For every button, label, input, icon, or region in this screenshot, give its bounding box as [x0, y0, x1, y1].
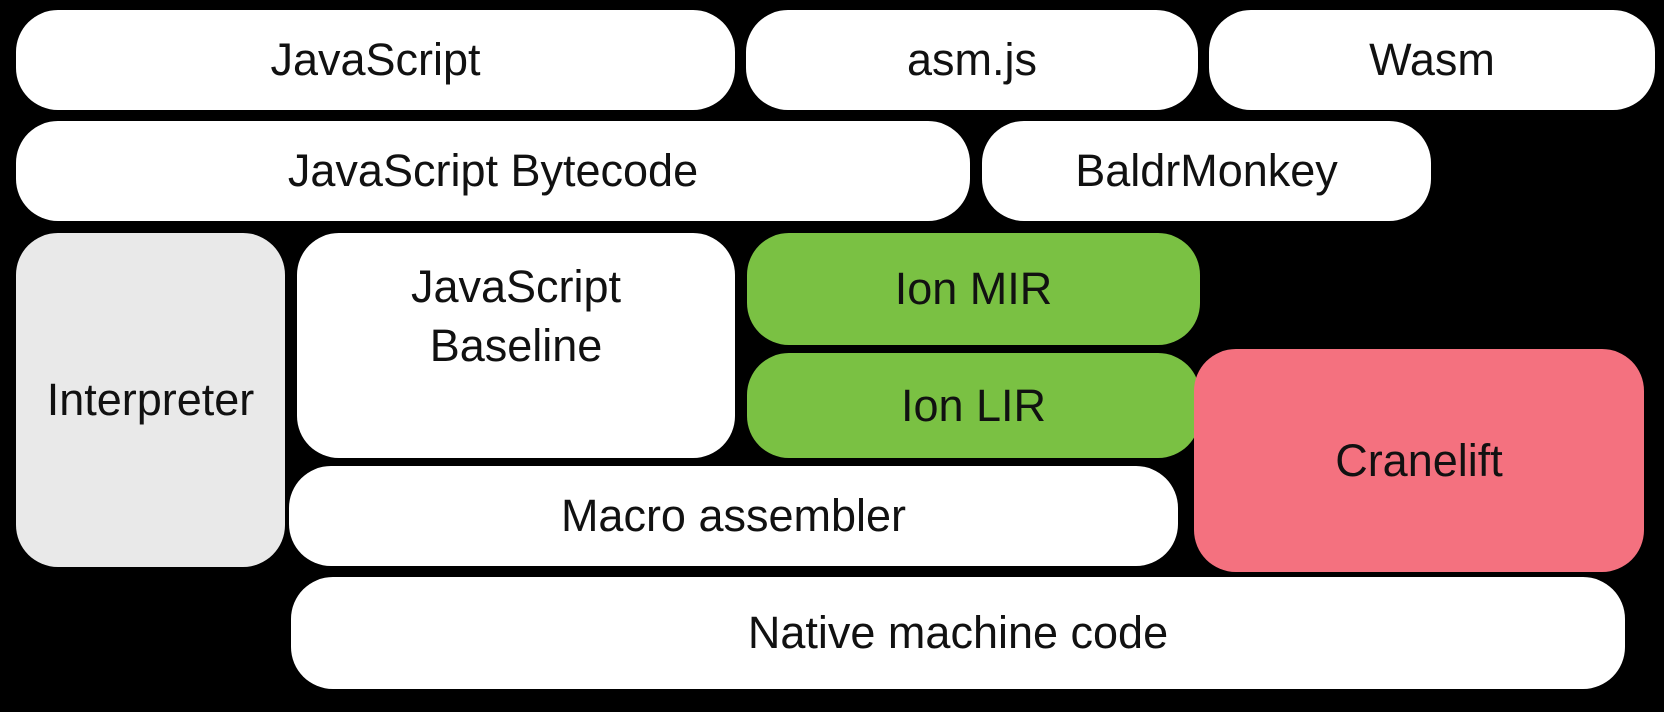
box-ion-lir: Ion LIR	[747, 353, 1200, 458]
box-interpreter: Interpreter	[16, 233, 285, 567]
box-javascript-bytecode: JavaScript Bytecode	[16, 121, 970, 221]
box-macro-assembler: Macro assembler	[289, 466, 1178, 566]
box-javascript: JavaScript	[16, 10, 735, 110]
box-baldrmonkey: BaldrMonkey	[982, 121, 1431, 221]
box-cranelift: Cranelift	[1194, 349, 1644, 572]
box-asm-js: asm.js	[746, 10, 1198, 110]
box-wasm: Wasm	[1209, 10, 1655, 110]
box-native-machine-code: Native machine code	[291, 577, 1625, 689]
box-javascript-baseline: JavaScript Baseline	[297, 233, 735, 458]
box-ion-mir: Ion MIR	[747, 233, 1200, 345]
